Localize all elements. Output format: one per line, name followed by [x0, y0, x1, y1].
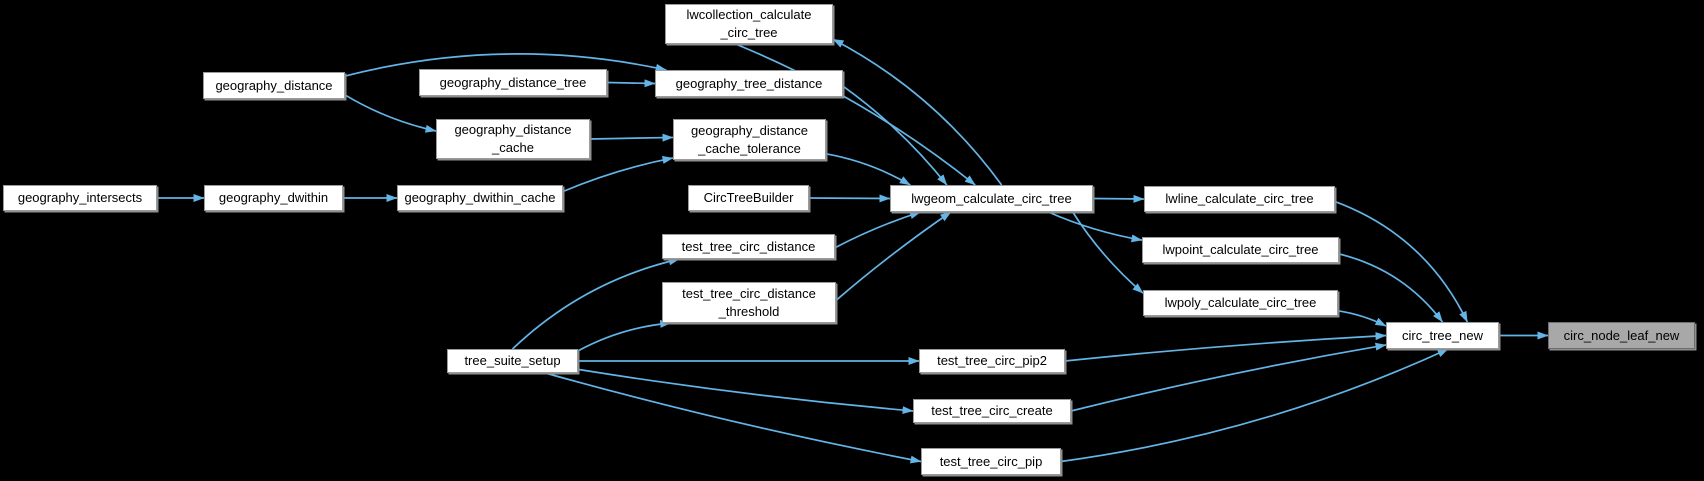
node-test-tree-circ-pip2[interactable]: test_tree_circ_pip2	[919, 349, 1065, 373]
edge-geography-distance-cache-to-geography-distance-cache-tolerance	[589, 133, 674, 142]
node-CircTreeBuilder[interactable]: CircTreeBuilder	[688, 185, 809, 211]
node-test-tree-circ-distance[interactable]: test_tree_circ_distance	[662, 234, 835, 259]
node-geography-intersects[interactable]: geography_intersects	[3, 185, 157, 211]
node-tree-suite-setup[interactable]: tree_suite_setup	[447, 349, 578, 373]
edge-lwgeom-calculate-circ-tree-to-lwpoly-calculate-circ-tree	[1071, 211, 1144, 294]
node-test-tree-circ-distance-threshold[interactable]: test_tree_circ_distance _threshold	[662, 282, 836, 323]
edge-test-tree-circ-pip2-to-circ-tree-new	[1064, 332, 1387, 362]
edge-lwgeom-calculate-circ-tree-to-lwpoint-calculate-circ-tree	[1047, 211, 1143, 243]
node-lwpoint-calculate-circ-tree[interactable]: lwpoint_calculate_circ_tree	[1142, 237, 1339, 263]
node-lwcollection-calculate-circ-tree[interactable]: lwcollection_calculate _circ_tree	[665, 4, 833, 44]
node-circ-tree-new[interactable]: circ_tree_new	[1386, 322, 1499, 349]
edge-CircTreeBuilder-to-lwgeom-calculate-circ-tree	[808, 194, 891, 203]
edge-lwgeom-calculate-circ-tree-to-lwline-calculate-circ-tree	[1092, 194, 1145, 203]
node-geography-distance-cache-tolerance[interactable]: geography_distance _cache_tolerance	[673, 119, 826, 160]
node-lwgeom-calculate-circ-tree[interactable]: lwgeom_calculate_circ_tree	[890, 185, 1093, 212]
edge-test-tree-circ-pip-to-circ-tree-new	[1060, 348, 1449, 463]
edge-lwpoly-calculate-circ-tree-to-circ-tree-new	[1337, 309, 1387, 327]
edge-geography-distance-to-geography-distance-cache	[344, 94, 437, 133]
edge-tree-suite-setup-to-test-tree-circ-distance	[511, 257, 680, 350]
edge-test-tree-circ-distance-threshold-to-lwgeom-calculate-circ-tree	[835, 211, 952, 302]
node-lwpoly-calculate-circ-tree[interactable]: lwpoly_calculate_circ_tree	[1143, 290, 1338, 316]
node-test-tree-circ-create[interactable]: test_tree_circ_create	[913, 399, 1071, 423]
edge-test-tree-circ-create-to-circ-tree-new	[1070, 342, 1387, 412]
node-lwline-calculate-circ-tree[interactable]: lwline_calculate_circ_tree	[1144, 186, 1335, 212]
edge-lwgeom-calculate-circ-tree-to-lwcollection-calculate-circ-tree	[832, 38, 1003, 186]
edge-geography-distance-to-geography-tree-distance	[344, 53, 667, 77]
node-geography-distance-cache[interactable]: geography_distance _cache	[436, 119, 590, 159]
node-test-tree-circ-pip[interactable]: test_tree_circ_pip	[921, 448, 1061, 475]
edge-tree-suite-setup-to-test-tree-circ-distance-threshold	[577, 319, 672, 352]
node-geography-dwithin[interactable]: geography_dwithin	[204, 185, 343, 211]
edge-tree-suite-setup-to-test-tree-circ-create	[577, 368, 914, 415]
edge-lwline-calculate-circ-tree-to-circ-tree-new	[1334, 200, 1469, 323]
edge-geography-dwithin-cache-to-geography-distance-cache-tolerance	[562, 156, 674, 193]
edge-geography-tree-distance-to-lwgeom-calculate-circ-tree	[842, 85, 948, 186]
edge-lwcollection-calculate-circ-tree-to-lwgeom-calculate-circ-tree	[735, 43, 976, 186]
node-circ-node-leaf-new: circ_node_leaf_new	[1548, 322, 1695, 349]
edge-geography-distance-tree-to-geography-tree-distance	[606, 79, 656, 88]
edge-tree-suite-setup-to-test-tree-circ-pip	[545, 372, 922, 464]
edge-geography-distance-cache-tolerance-to-lwgeom-calculate-circ-tree	[825, 153, 911, 186]
node-geography-tree-distance[interactable]: geography_tree_distance	[655, 70, 843, 97]
edge-test-tree-circ-distance-to-lwgeom-calculate-circ-tree	[834, 211, 921, 249]
node-geography-distance-tree[interactable]: geography_distance_tree	[419, 69, 607, 96]
node-geography-distance[interactable]: geography_distance	[203, 72, 345, 99]
edge-lwpoint-calculate-circ-tree-to-circ-tree-new	[1338, 253, 1444, 323]
node-geography-dwithin-cache[interactable]: geography_dwithin_cache	[397, 185, 563, 211]
